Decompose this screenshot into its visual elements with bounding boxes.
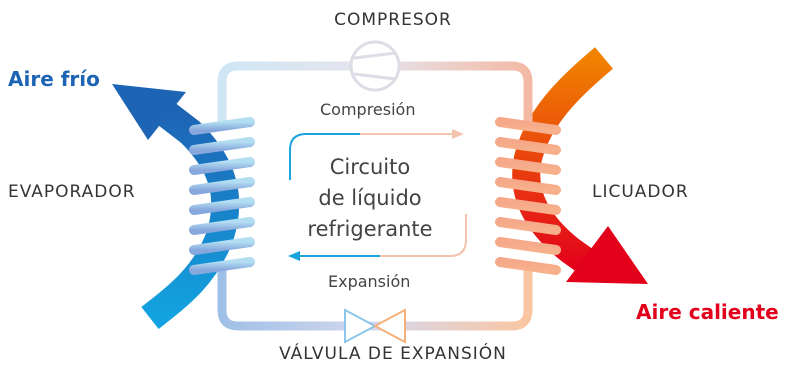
compressor-icon xyxy=(349,40,401,92)
condenser-label: LICUADOR xyxy=(592,182,689,202)
hot-air-arrowhead xyxy=(566,226,648,284)
expansion-valve-label: VÁLVULA DE EXPANSIÓN xyxy=(279,344,507,364)
evaporator-label: EVAPORADOR xyxy=(8,182,136,202)
expansion-valve-icon xyxy=(344,308,406,344)
compressor-label: COMPRESOR xyxy=(334,10,452,30)
circuit-label-line3: refrigerante xyxy=(307,217,433,241)
circuit-label-line1: Circuito xyxy=(329,155,411,179)
cold-air-label: Aire frío xyxy=(8,67,100,91)
compression-arrow xyxy=(289,129,464,180)
condenser-coils xyxy=(495,117,561,275)
cold-air-arrowhead xyxy=(112,84,186,140)
evaporator-coils xyxy=(189,117,255,275)
expansion-arrow xyxy=(288,214,467,261)
hot-air-label: Aire caliente xyxy=(636,300,779,324)
circuit-label-line2: de líquido xyxy=(318,186,422,210)
expansion-label: Expansión xyxy=(328,272,411,291)
compression-label: Compresión xyxy=(320,100,416,119)
